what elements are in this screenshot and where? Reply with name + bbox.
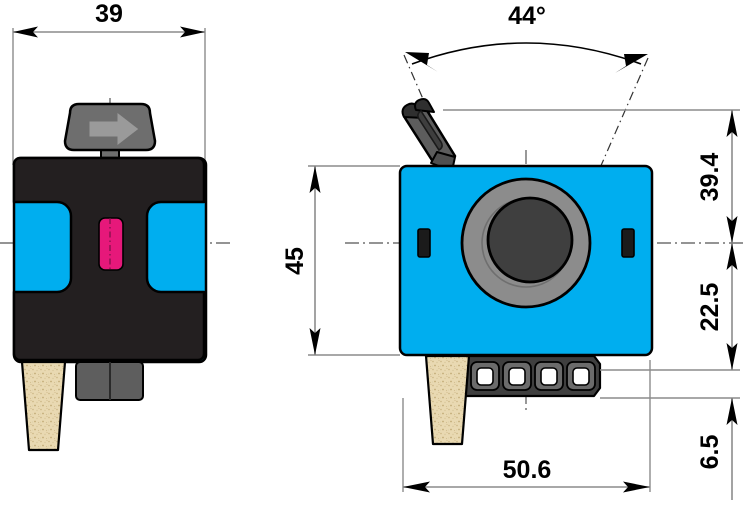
front-textured-wedge (20, 360, 67, 452)
tilted-lever-handle[interactable] (401, 98, 457, 172)
connector-ports (470, 361, 596, 391)
dimension-39-label: 39 (95, 0, 123, 28)
angle-arrow-left (405, 52, 438, 72)
circular-bore (460, 177, 592, 309)
arrow-right-icon (88, 110, 140, 148)
connector-block (458, 354, 602, 398)
base-offset-dimension: 6.5 (696, 398, 738, 500)
arrow-release-button[interactable] (63, 102, 157, 152)
front-width-dimension: 39 (13, 0, 205, 38)
side-textured-wedge (424, 354, 471, 446)
front-view: 39 (0, 0, 232, 452)
front-bottom-connector (75, 361, 144, 401)
side-slot-right (621, 228, 635, 258)
side-width-dimension: 50.6 (402, 360, 651, 493)
side-view: 44° 45 (281, 2, 745, 500)
dimension-50-6-label: 50.6 (503, 456, 552, 484)
dimension-44deg-label: 44° (508, 2, 546, 30)
side-slot-left (417, 228, 431, 258)
angle-arrow-right (615, 54, 648, 73)
dimension-6-5-label: 6.5 (696, 435, 724, 470)
dimension-39-4-label: 39.4 (696, 153, 724, 202)
front-width-extension-lines (12, 28, 206, 165)
center-to-base-dimension: 22.5 (696, 243, 738, 370)
dimension-22-5-label: 22.5 (696, 283, 724, 332)
magenta-indicator (98, 217, 124, 271)
side-right-dimensions: 39.4 22.5 6.5 (600, 110, 740, 500)
side-height-dimension: 45 (281, 165, 400, 356)
dimension-45-label: 45 (281, 247, 309, 275)
angle-arc (411, 42, 642, 65)
handle-height-dimension: 39.4 (696, 110, 738, 243)
